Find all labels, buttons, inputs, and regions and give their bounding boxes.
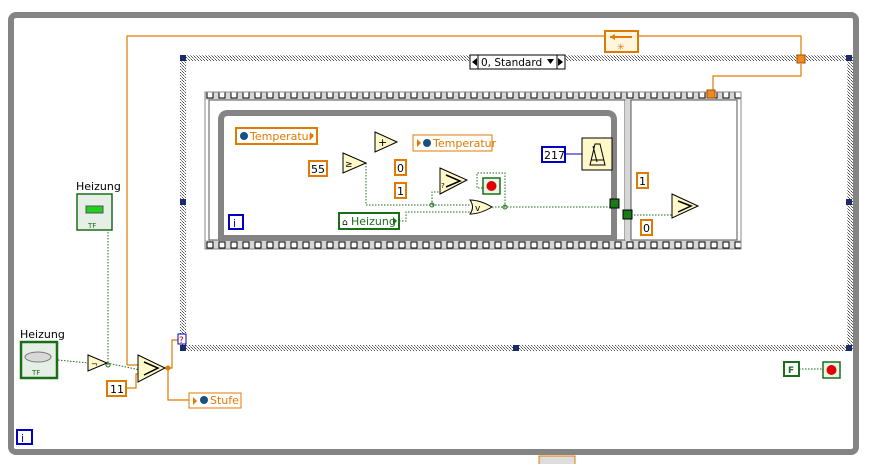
temperatur-read-local[interactable]: Temperatur	[235, 127, 318, 145]
svg-text:?: ?	[441, 182, 445, 190]
constant-0-frame2[interactable]: 0	[640, 219, 653, 236]
select-function[interactable]: ?	[439, 167, 469, 195]
svg-text:v: v	[475, 204, 481, 214]
svg-text:F: F	[788, 366, 794, 376]
case-tunnel-orange	[796, 54, 806, 64]
flat-sequence[interactable]	[204, 91, 742, 250]
constant-11[interactable]: 11	[106, 380, 127, 397]
svg-text:✳: ✳	[617, 43, 625, 53]
loop-stop-terminal[interactable]	[482, 177, 501, 195]
case-selector-terminal	[177, 333, 187, 345]
temperatur-write-local[interactable]: Temperatur	[412, 134, 497, 152]
constant-0[interactable]: 0	[394, 159, 407, 176]
constant-1[interactable]: 1	[394, 182, 407, 199]
svg-text:i: i	[21, 432, 24, 445]
inner-while-loop[interactable]	[218, 110, 617, 241]
svg-text:55: 55	[311, 163, 325, 176]
outer-while-loop[interactable]	[8, 12, 859, 455]
svg-text:≥: ≥	[345, 160, 353, 170]
svg-text:TF: TF	[87, 222, 96, 230]
select-function-frame2[interactable]	[671, 193, 700, 219]
sequence-tunnel-orange	[706, 89, 716, 99]
heizung-read-local[interactable]: ⌂ Heizung	[338, 212, 400, 230]
increment-arrow-icon[interactable]	[558, 58, 563, 66]
globe-icon	[200, 396, 208, 404]
svg-text:Temperatur: Temperatur	[249, 130, 314, 143]
svg-text:1: 1	[639, 175, 646, 188]
constant-217[interactable]: 217	[541, 146, 566, 163]
add-function[interactable]: +	[374, 131, 399, 153]
heizung-indicator[interactable]: Heizung TF	[76, 180, 121, 231]
chevron-down-icon[interactable]	[547, 59, 554, 64]
partial-offscreen-node	[538, 455, 576, 464]
svg-text:11: 11	[110, 383, 124, 396]
constant-1-frame2[interactable]: 1	[636, 172, 649, 189]
false-constant[interactable]: F	[783, 361, 800, 377]
svg-text:+: +	[378, 136, 387, 149]
svg-text:0, Standard: 0, Standard	[481, 57, 542, 69]
stop-icon	[826, 365, 837, 375]
outer-iteration-terminal: i	[16, 429, 33, 445]
svg-text:Heizung: Heizung	[351, 215, 396, 228]
greater-or-equal-function[interactable]: ≥	[342, 152, 368, 174]
svg-text:Heizung: Heizung	[20, 328, 65, 341]
constant-55[interactable]: 55	[308, 160, 328, 177]
globe-icon	[240, 132, 248, 140]
svg-text:i: i	[233, 217, 236, 230]
wait-ms-function[interactable]	[581, 137, 613, 171]
svg-text:217: 217	[544, 149, 565, 162]
svg-text:¬: ¬	[91, 360, 98, 369]
globe-icon	[423, 139, 431, 147]
feedback-node[interactable]: ✳	[604, 30, 639, 53]
case-selector[interactable]: 0, Standard	[469, 54, 566, 70]
select-function-left[interactable]	[137, 354, 167, 383]
toggle-switch-icon	[24, 351, 52, 363]
heizung-control[interactable]: Heizung TF	[19, 328, 65, 380]
stufe-write-local[interactable]: Stufe	[188, 392, 242, 409]
home-icon: ⌂	[342, 218, 348, 228]
not-function[interactable]: ¬	[87, 354, 109, 372]
loop-tunnel-bool	[609, 198, 620, 209]
svg-text:Stufe: Stufe	[210, 394, 239, 407]
inner-iteration-terminal: i	[228, 214, 244, 230]
svg-text:1: 1	[397, 185, 404, 198]
svg-text:Heizung: Heizung	[76, 180, 121, 193]
metronome-icon	[589, 143, 606, 166]
svg-text:?: ?	[179, 336, 184, 346]
led-icon	[85, 205, 104, 214]
stop-icon	[486, 181, 497, 191]
svg-text:0: 0	[397, 162, 404, 175]
outer-loop-stop-terminal[interactable]	[822, 361, 841, 379]
svg-text:TF: TF	[31, 369, 40, 377]
decrement-arrow-icon[interactable]	[472, 58, 477, 66]
sequence-tunnel-bool	[622, 209, 633, 220]
svg-text:0: 0	[643, 222, 650, 235]
svg-text:Temperatur: Temperatur	[432, 137, 497, 150]
or-function[interactable]: v	[469, 199, 493, 215]
